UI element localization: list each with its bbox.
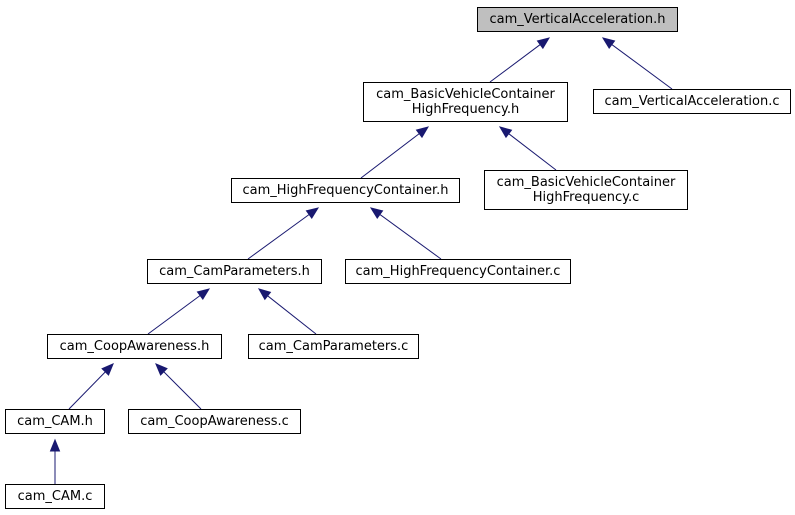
- node-cam-cam-h[interactable]: cam_CAM.h: [5, 409, 105, 434]
- edge-line: [360, 133, 420, 179]
- node-cam-highfrequencycontainer-c[interactable]: cam_HighFrequencyContainer.c: [345, 259, 571, 284]
- node-box: [477, 7, 678, 32]
- edge-line: [247, 214, 310, 260]
- edge-line: [379, 214, 442, 260]
- node-label: cam_CamParameters.c: [259, 339, 409, 354]
- node-box[interactable]: [47, 334, 222, 359]
- edge-n1-to-n0: [489, 37, 551, 83]
- arrowhead: [498, 126, 513, 139]
- node-label: cam_CoopAwareness.h: [60, 339, 210, 354]
- edge-line: [163, 371, 202, 410]
- node-cam-cam-c[interactable]: cam_CAM.c: [5, 484, 105, 509]
- node-cam-coopawareness-c[interactable]: cam_CoopAwareness.c: [128, 409, 301, 434]
- edge-n5-to-n3: [247, 207, 320, 260]
- arrowhead: [601, 37, 616, 50]
- nodes-layer: cam_VerticalAcceleration.h cam_BasicVehic…: [5, 7, 791, 509]
- node-cam-camparameters-c[interactable]: cam_CamParameters.c: [248, 334, 419, 359]
- node-cam-highfrequencycontainer-h[interactable]: cam_HighFrequencyContainer.h: [231, 178, 460, 203]
- node-box[interactable]: [484, 170, 688, 210]
- edge-n2-to-n0: [601, 37, 673, 90]
- edge-line: [267, 295, 317, 335]
- node-label: cam_CAM.h: [17, 414, 93, 429]
- arrowhead: [101, 363, 114, 376]
- edge-n6-to-n3: [369, 207, 442, 260]
- node-box[interactable]: [231, 178, 460, 203]
- arrowhead: [196, 288, 211, 301]
- node-label: cam_CoopAwareness.c: [140, 414, 289, 429]
- edge-n10-to-n7: [155, 363, 202, 410]
- node-label: cam_BasicVehicleContainer: [376, 87, 555, 102]
- node-box[interactable]: [147, 259, 322, 284]
- edge-n9-to-n7: [68, 363, 114, 410]
- node-cam-camparameters-h[interactable]: cam_CamParameters.h: [147, 259, 322, 284]
- node-label: cam_CAM.c: [18, 489, 93, 504]
- arrowhead: [415, 126, 430, 139]
- node-box[interactable]: [363, 82, 568, 122]
- node-label: cam_CamParameters.h: [159, 264, 310, 279]
- arrowhead: [155, 363, 168, 376]
- node-label: cam_VerticalAcceleration.c: [605, 94, 780, 109]
- edge-n7-to-n5: [147, 288, 211, 335]
- arrowhead: [536, 37, 551, 50]
- edge-line: [147, 295, 201, 335]
- node-box[interactable]: [5, 484, 105, 509]
- node-box[interactable]: [593, 89, 791, 114]
- arrowhead: [305, 207, 320, 220]
- edge-n11-to-n9: [49, 438, 61, 484]
- node-label: cam_VerticalAcceleration.h: [489, 12, 665, 27]
- node-label: HighFrequency.h: [412, 102, 520, 117]
- arrowhead: [49, 438, 61, 452]
- edge-line: [68, 371, 106, 410]
- edge-n8-to-n5: [257, 288, 317, 335]
- node-box[interactable]: [5, 409, 105, 434]
- node-label: cam_HighFrequencyContainer.c: [356, 264, 561, 279]
- edge-line: [489, 44, 541, 83]
- arrowhead: [369, 207, 384, 220]
- node-box[interactable]: [248, 334, 419, 359]
- node-label: HighFrequency.c: [533, 190, 639, 205]
- edge-n3-to-n1: [360, 126, 430, 179]
- node-label: cam_HighFrequencyContainer.h: [242, 183, 448, 198]
- node-cam-coopawareness-h[interactable]: cam_CoopAwareness.h: [47, 334, 222, 359]
- edge-line: [508, 133, 557, 171]
- edge-n4-to-n1: [498, 126, 557, 171]
- node-box[interactable]: [345, 259, 571, 284]
- node-label: cam_BasicVehicleContainer: [497, 175, 676, 190]
- node-box[interactable]: [128, 409, 301, 434]
- edges-layer: [49, 37, 673, 484]
- node-cam-verticalacceleration-h: cam_VerticalAcceleration.h: [477, 7, 678, 32]
- arrowhead: [257, 288, 272, 301]
- edge-line: [611, 44, 673, 90]
- node-cam-verticalacceleration-c[interactable]: cam_VerticalAcceleration.c: [593, 89, 791, 114]
